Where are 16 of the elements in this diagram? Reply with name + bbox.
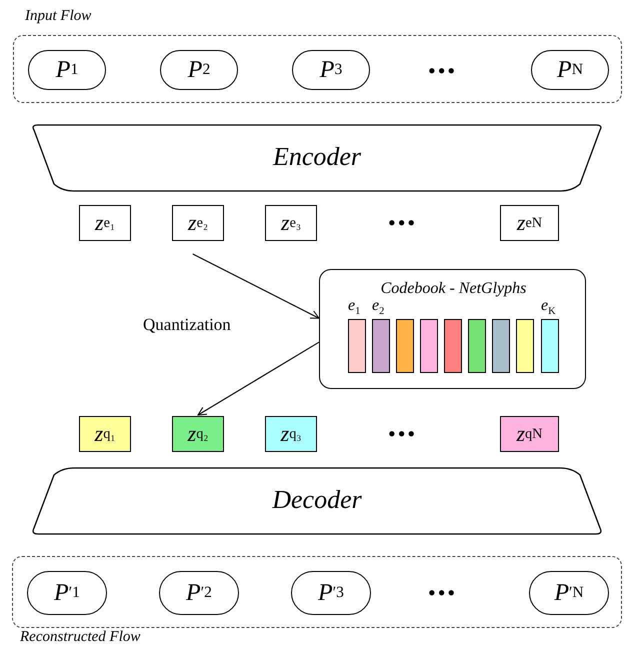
ellipsis: ••• [428, 58, 458, 84]
codebook-panel [319, 269, 586, 389]
vector-label: e$_{1}$ [348, 297, 360, 318]
arrow [198, 342, 320, 416]
ellipsis: ••• [388, 210, 418, 236]
block-label: Encoder [272, 142, 362, 172]
group-title: Reconstructed Flow [20, 629, 140, 646]
step-label: Quantization [143, 315, 231, 335]
group-title: Input Flow [25, 8, 92, 25]
panel-title: Codebook - NetGlyphs [380, 280, 528, 298]
block-label: Decoder [271, 485, 363, 515]
ellipsis: ••• [388, 421, 418, 447]
vector-label: e$_{K}$ [541, 297, 556, 318]
vector-label: e$_{2}$ [372, 297, 384, 318]
arrow [192, 254, 320, 319]
ellipsis: ••• [428, 580, 458, 606]
